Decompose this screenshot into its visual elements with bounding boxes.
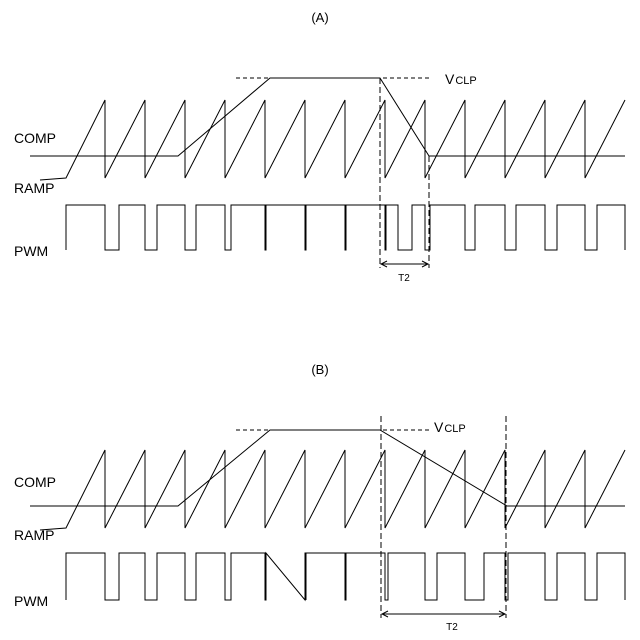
panel-b-t2-label: T2 <box>446 622 458 633</box>
panel-b-ramp-sawtooth <box>40 450 625 530</box>
panel-b-comp-label: COMP <box>14 474 56 490</box>
panel-b-title: (B) <box>311 362 328 377</box>
panel-b-pwm-label: PWM <box>14 593 48 609</box>
panel-b-t2-dimension-arrow <box>382 611 505 617</box>
panel-a-t2-dimension-arrow <box>381 261 428 267</box>
panel-a-pwm-label: PWM <box>14 243 48 259</box>
panel-a-pwm-waveform <box>66 205 625 250</box>
panel-b-vclp-label: VCLP <box>434 419 466 435</box>
panel-a-title: (A) <box>311 10 328 25</box>
panel-a-vclp-label: VCLP <box>445 71 477 87</box>
panel-a-ramp-sawtooth <box>40 100 625 180</box>
panel-a-comp-label: COMP <box>14 130 56 146</box>
panel-a-ramp-label: RAMP <box>14 180 54 196</box>
panel-b-pwm-waveform <box>66 553 625 600</box>
panel-b: (B) COMP RAMP PWM VCLP T2 <box>14 362 625 633</box>
panel-a: (A) COMP RAMP PWM VCLP T2 <box>14 10 625 284</box>
panel-a-t2-label: T2 <box>398 273 410 284</box>
